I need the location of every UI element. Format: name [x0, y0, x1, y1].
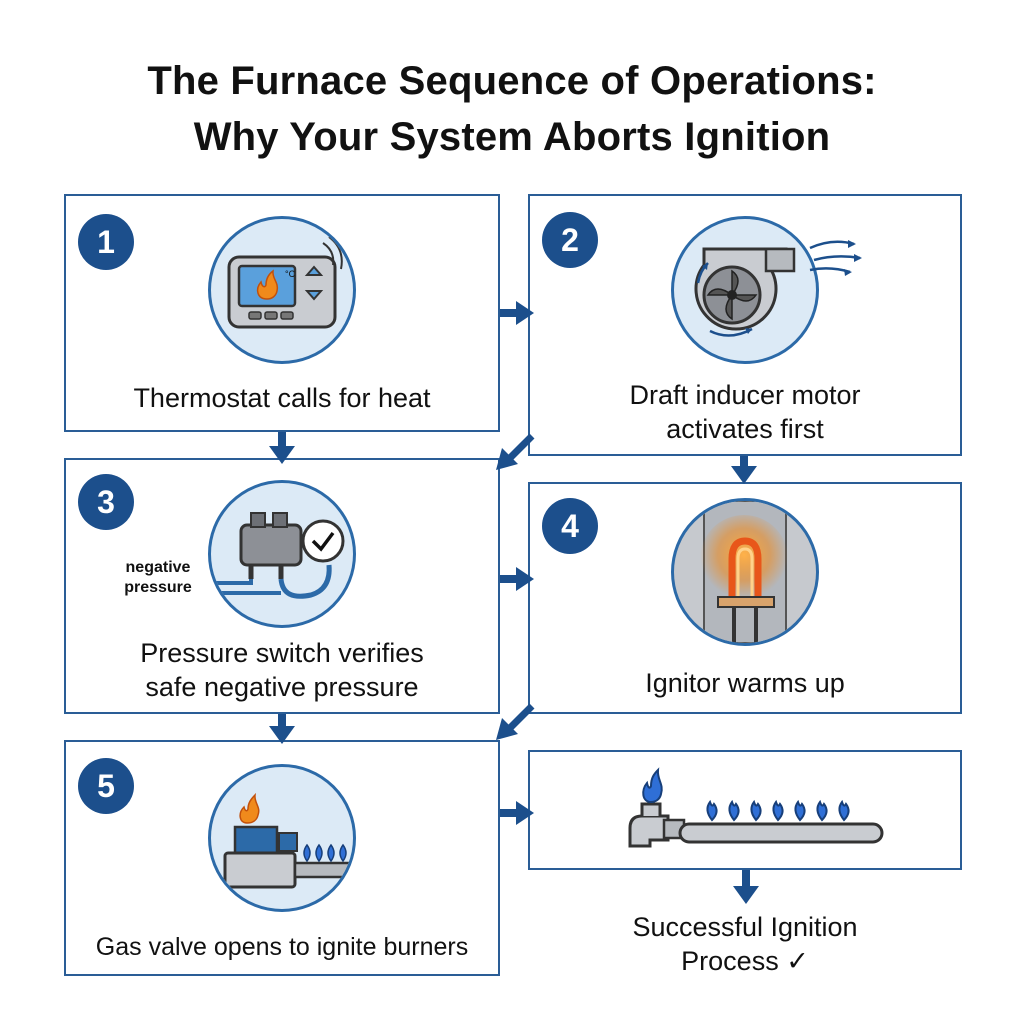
step-2-badge: 2 — [542, 212, 598, 268]
final-label-line-1: Successful Ignition — [632, 912, 858, 942]
step-1-badge: 1 — [78, 214, 134, 270]
step-3-badge: 3 — [78, 474, 134, 530]
final-label-line-2: Process ✓ — [681, 946, 809, 976]
step-5-box: 5 Gas valve opens to ignite burners — [64, 740, 500, 976]
step-2-label-line-1: Draft inducer motor — [629, 380, 861, 410]
step-2-label-line-2: activates first — [666, 414, 824, 444]
step-4-label: Ignitor warms up — [645, 668, 845, 698]
step-3-label-line-2: safe negative pressure — [145, 672, 419, 702]
step-5-icon-circle — [208, 764, 356, 912]
ignitor-icon — [700, 501, 788, 643]
step-2-icon-circle — [671, 216, 819, 364]
burner-manifold-icon — [628, 767, 884, 848]
step-5-badge: 5 — [78, 758, 134, 814]
gas-valve-icon — [223, 792, 353, 889]
step-4-badge: 4 — [542, 498, 598, 554]
step-1-label: Thermostat calls for heat — [133, 383, 431, 413]
step-4-icon-circle — [671, 498, 819, 646]
thermostat-icon: °C — [227, 236, 343, 329]
exhaust-arrows-icon — [809, 240, 862, 276]
step-3-icon-circle — [208, 480, 356, 628]
arrow-final-down — [733, 870, 759, 904]
final-box — [528, 750, 962, 870]
negative-pressure-label-line-1: negative — [125, 559, 191, 576]
step-1-icon-circle: °C — [208, 216, 356, 364]
step-2-box: 2 Draft inducer motor activates first — [528, 194, 962, 456]
page-title-line-1: The Furnace Sequence of Operations: — [147, 59, 877, 103]
arrow-2-down — [731, 456, 757, 484]
arrow-2-to-3 — [496, 433, 535, 470]
step-1-box: 1 °C Thermostat calls for heat — [64, 194, 500, 432]
arrow-4-to-5 — [496, 703, 535, 740]
svg-text:°C: °C — [285, 269, 296, 279]
pressure-switch-icon — [211, 512, 345, 599]
negative-pressure-label-line-2: pressure — [124, 579, 192, 596]
step-4-box: 4 Ignitor warms up — [528, 482, 962, 714]
page-title-line-2: Why Your System Aborts Ignition — [193, 115, 831, 159]
arrow-1-down — [269, 432, 295, 464]
step-3-label-line-1: Pressure switch verifies — [140, 638, 424, 668]
step-3-box: 3 negative pressure Pressure switch veri… — [64, 458, 500, 714]
arrow-3-to-4 — [500, 567, 534, 591]
step-5-label: Gas valve opens to ignite burners — [95, 933, 469, 961]
arrow-3-down — [269, 714, 295, 744]
arrow-5-to-final — [500, 801, 534, 825]
inducer-fan-icon — [694, 247, 796, 337]
arrow-1-to-2 — [500, 301, 534, 325]
